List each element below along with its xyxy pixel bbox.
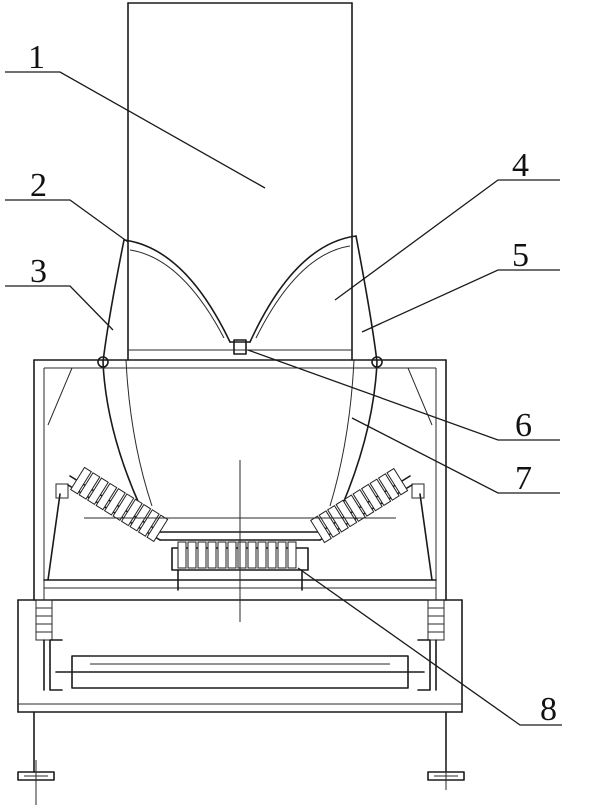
- callout-labels: 1 2 3 4 5 6 7 8: [28, 39, 557, 728]
- return-roller: [49, 639, 431, 691]
- idler-rollers: [70, 466, 409, 569]
- hinge-pins: [97, 356, 383, 368]
- callout-8: 8: [540, 691, 557, 728]
- callout-6: 6: [515, 407, 532, 444]
- central-pivot: [233, 339, 247, 355]
- callout-7: 7: [515, 460, 532, 497]
- skirt-boards: [102, 235, 378, 507]
- support-frame: [17, 359, 465, 805]
- leader-lines: [5, 71, 562, 726]
- callout-3: 3: [30, 253, 47, 290]
- callout-1: 1: [28, 39, 45, 76]
- centerlines: [84, 460, 396, 622]
- deflector-plates: [123, 235, 357, 343]
- chute: [127, 2, 353, 361]
- callout-2: 2: [30, 167, 47, 204]
- callout-4: 4: [512, 147, 529, 184]
- callout-5: 5: [512, 237, 529, 274]
